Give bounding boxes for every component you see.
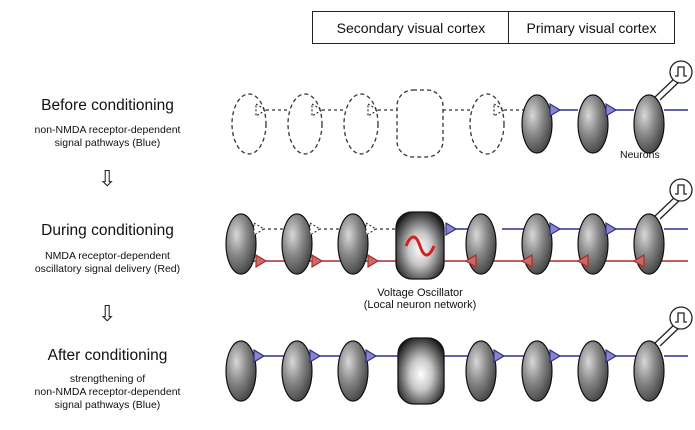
synapse: [365, 348, 378, 364]
neuron: [577, 94, 609, 154]
row-during: [225, 178, 693, 280]
synapse: [549, 221, 562, 237]
inactive-oscillator: [396, 89, 444, 158]
synapse: [605, 348, 618, 364]
stage-during-desc-line: oscillatory signal delivery (Red): [34, 263, 181, 275]
neuron: [521, 340, 553, 402]
row-after: [225, 306, 693, 405]
secondary-visual-cortex-header: Secondary visual cortex: [312, 11, 510, 44]
neuron: [521, 94, 553, 154]
stage-after-desc-line: signal pathways (Blue): [54, 399, 161, 411]
synapse: [605, 221, 618, 237]
recording-electrode-icon: [654, 178, 693, 220]
neuron: [225, 340, 257, 402]
synapse: [493, 348, 506, 364]
neuron: [521, 213, 553, 275]
synapse: [367, 253, 380, 269]
synapse: [253, 348, 266, 364]
neuron: [281, 213, 313, 275]
stage-after-desc-line: strengthening of: [69, 373, 146, 385]
neuron: [577, 213, 609, 275]
voltage-oscillator: [397, 337, 445, 405]
synapse: [632, 253, 645, 269]
stage-after-desc-line: non-NMDA receptor-dependent: [34, 386, 181, 398]
neuron: [577, 340, 609, 402]
oscillation-wave-icon: [404, 235, 436, 257]
stage-during-title: During conditioning: [41, 222, 174, 239]
down-arrow-icon: ⇩: [98, 166, 117, 191]
inactive-neuron: [287, 93, 323, 155]
oscillator-label-line: (Local neuron network): [363, 299, 477, 311]
synapse: [549, 348, 562, 364]
stage-after-desc: strengthening of non-NMDA receptor-depen…: [0, 373, 215, 412]
oscillator-label: Voltage Oscillator (Local neuron network…: [325, 287, 515, 311]
synapse: [309, 348, 322, 364]
synapse: [605, 102, 618, 118]
neuron: [465, 213, 497, 275]
recording-electrode-icon: [654, 60, 693, 101]
synapse: [311, 253, 324, 269]
recording-electrode-icon: [654, 306, 693, 347]
stage-before-desc: non-NMDA receptor-dependent signal pathw…: [0, 124, 215, 150]
neurons-label: Neurons: [620, 149, 660, 161]
synapse: [255, 253, 268, 269]
neuron: [225, 213, 257, 275]
neuron: [633, 340, 665, 402]
synapse: [445, 221, 458, 237]
inactive-neuron: [231, 93, 267, 155]
neuron: [281, 340, 313, 402]
down-arrow-icon: ⇩: [98, 301, 117, 326]
synapse: [576, 253, 589, 269]
neuron: [633, 94, 665, 154]
stage-before-desc-line: non-NMDA receptor-dependent: [34, 124, 181, 136]
stage-before-title: Before conditioning: [41, 97, 174, 114]
oscillator-label-line: Voltage Oscillator: [377, 287, 463, 299]
stage-during-desc: NMDA receptor-dependent oscillatory sign…: [0, 250, 215, 276]
neuron: [465, 340, 497, 402]
primary-visual-cortex-header: Primary visual cortex: [508, 11, 675, 44]
stage-before-desc-line: signal pathways (Blue): [54, 137, 161, 149]
synapse: [464, 253, 477, 269]
inactive-neuron: [343, 93, 379, 155]
stage-during-desc-line: NMDA receptor-dependent: [45, 250, 170, 262]
synapse: [520, 253, 533, 269]
synapse: [549, 102, 562, 118]
neuron: [337, 213, 369, 275]
row-before: [231, 60, 693, 158]
neuron: [337, 340, 369, 402]
neuron: [633, 213, 665, 275]
inactive-neuron: [469, 93, 505, 155]
stage-after-title: After conditioning: [47, 347, 168, 364]
